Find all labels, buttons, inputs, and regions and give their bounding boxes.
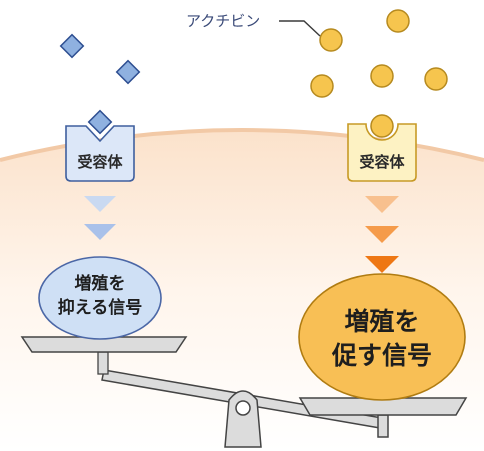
activin-label: アクチビン (186, 12, 261, 30)
blue-signal-arrows (84, 196, 116, 240)
left-receptor-label: 受容体 (77, 153, 123, 171)
inhibit-signal-bubble (38, 256, 162, 340)
activin-molecule-bound (370, 114, 394, 138)
activin-molecule (310, 74, 334, 98)
scale-pivot (235, 400, 251, 416)
blue-ligand-molecule-bound (87, 109, 113, 135)
left-receptor (65, 125, 135, 182)
left-scale-pan (20, 336, 188, 353)
inhibit-signal-line1: 増殖を (74, 274, 126, 294)
balance-scale (20, 336, 468, 448)
blue-ligand-molecule (59, 33, 85, 59)
orange-arrow (365, 196, 399, 213)
promote-signal-line1: 増殖を (344, 307, 420, 336)
inhibit-signal-line2: 抑える信号 (57, 298, 143, 318)
activin-molecule (370, 64, 394, 88)
promote-signal-bubble (298, 273, 466, 401)
blue-arrow (84, 224, 116, 240)
right-pan-post (377, 414, 389, 438)
right-receptor-label: 受容体 (359, 153, 405, 171)
orange-arrow (365, 256, 399, 273)
promote-signal-line2: 促す信号 (331, 341, 432, 370)
activin-molecule (424, 67, 448, 91)
left-pan-post (97, 351, 109, 375)
right-scale-pan (298, 397, 468, 416)
activin-molecule (319, 28, 343, 52)
right-receptor (347, 123, 417, 182)
blue-ligand-group (59, 33, 141, 135)
scale-fulcrum (224, 390, 262, 448)
orange-signal-arrows (365, 196, 399, 273)
ligand-pointer-line (279, 20, 321, 37)
orange-arrow (365, 226, 399, 243)
inhibit-signal-text: 増殖を 抑える信号 (45, 272, 155, 320)
blue-arrow (84, 196, 116, 212)
blue-ligand-molecule (115, 59, 141, 85)
activin-group (310, 9, 448, 138)
activin-molecule (386, 9, 410, 33)
promote-signal-text: 増殖を 促す信号 (312, 305, 452, 373)
